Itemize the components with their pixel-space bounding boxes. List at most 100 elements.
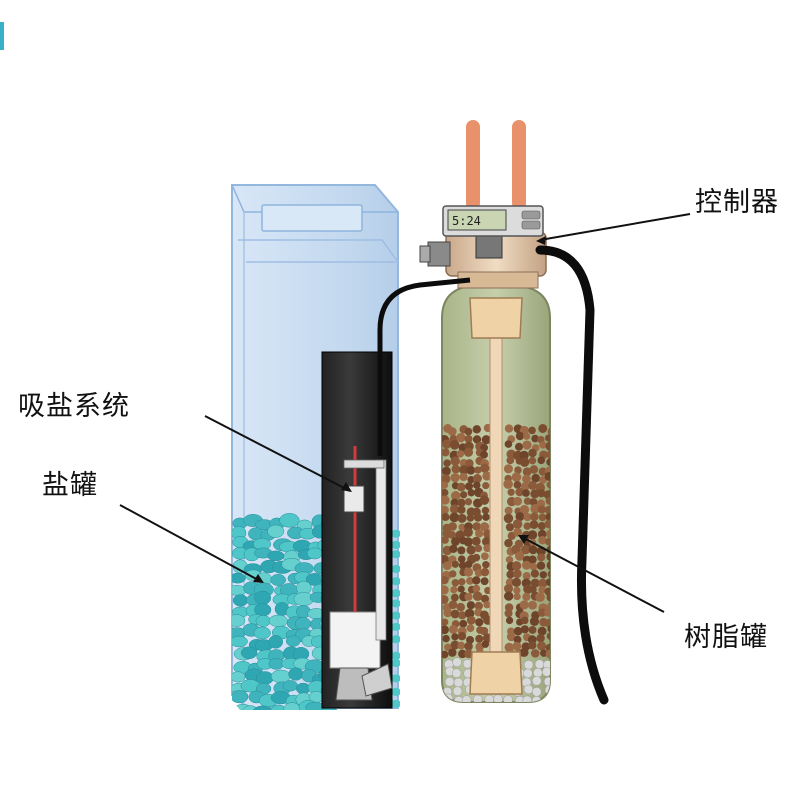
resin-bead: [507, 488, 515, 496]
salt-pellet: [232, 671, 246, 683]
resin-bead: [449, 512, 460, 523]
resin-bead: [520, 482, 530, 491]
resin-bead: [521, 616, 529, 625]
resin-bead: [506, 456, 515, 465]
salt-pellet: [253, 626, 271, 640]
resin-bead: [456, 482, 466, 492]
resin-bead: [466, 576, 474, 585]
resin-bead: [523, 497, 532, 505]
resin-bead: [504, 609, 513, 618]
resin-bead: [539, 441, 547, 449]
resin-bead: [515, 512, 525, 522]
salt-pellet: [391, 659, 400, 668]
resin-bead: [545, 496, 550, 505]
salt-pellet: [319, 707, 339, 710]
resin-bead: [530, 578, 540, 588]
arrow-salt-suction: [341, 482, 352, 492]
salt-pellet: [391, 674, 400, 683]
resin-bead: [466, 601, 476, 610]
resin-bead: [457, 632, 467, 641]
resin-bead: [537, 489, 546, 498]
gravel-bead: [522, 695, 532, 702]
resin-bead: [511, 577, 522, 587]
salt-pellet: [306, 547, 323, 560]
salt-pellet: [294, 617, 312, 631]
resin-bead: [448, 600, 458, 610]
resin-bead: [444, 643, 452, 651]
resin-bead: [456, 450, 465, 458]
valve-button-down[interactable]: [521, 220, 541, 230]
resin-bead: [544, 608, 550, 617]
resin-bead: [451, 537, 460, 546]
resin-bead: [458, 523, 466, 531]
resin-bead: [463, 537, 473, 547]
resin-bead: [522, 474, 531, 484]
resin-bead: [514, 442, 524, 451]
resin-bead: [529, 586, 537, 594]
resin-bead: [546, 632, 550, 640]
arrow-resin-tank: [518, 535, 529, 544]
resin-bead: [505, 556, 514, 564]
resin-bead: [547, 625, 550, 633]
salt-pellet: [391, 651, 400, 660]
gravel-bead: [452, 657, 462, 668]
salt-pellet: [254, 590, 272, 605]
resin-bead: [467, 489, 475, 497]
inlet-outlet-pipes: [466, 120, 526, 210]
resin-bead: [522, 467, 532, 477]
resin-bead: [527, 480, 537, 490]
resin-bead: [529, 520, 539, 529]
resin-bead: [442, 595, 449, 604]
control-valve: 5:24: [419, 205, 547, 289]
resin-bead: [547, 602, 550, 611]
resin-bead: [464, 608, 475, 619]
resin-bead: [515, 487, 524, 497]
resin-bead: [471, 536, 481, 546]
resin-bead: [537, 522, 546, 530]
salt-pellet: [282, 680, 298, 692]
resin-bead: [482, 471, 492, 481]
salt-pellet: [232, 594, 249, 607]
resin-bead: [464, 592, 473, 601]
resin-bead: [546, 529, 550, 539]
resin-bead: [465, 482, 474, 491]
resin-bead: [545, 513, 550, 521]
label-resin-tank: 树脂罐: [684, 622, 768, 653]
resin-bead: [515, 431, 525, 441]
resin-bead: [458, 649, 467, 659]
resin-bead: [529, 465, 539, 474]
gravel-bead: [534, 659, 545, 669]
resin-bead: [521, 560, 531, 570]
label-salt-suction-system: 吸盐系统: [18, 391, 130, 422]
resin-bead: [481, 435, 491, 445]
resin-bead: [506, 632, 516, 642]
resin-bead: [538, 467, 548, 476]
resin-bead: [504, 424, 514, 433]
lower-distributor: [469, 651, 523, 695]
gravel-bead: [453, 696, 464, 702]
resin-bead: [474, 569, 483, 577]
resin-bead: [475, 618, 484, 627]
salt-pellet: [391, 687, 400, 696]
resin-bead: [513, 592, 521, 601]
salt-pellet: [268, 635, 284, 649]
salt-pellet: [232, 572, 246, 584]
valve-button-up[interactable]: [521, 210, 541, 220]
resin-bead: [457, 513, 467, 523]
resin-bead: [442, 650, 449, 659]
resin-bead: [480, 594, 490, 603]
resin-bead: [456, 433, 466, 443]
salt-pellet: [391, 577, 400, 586]
resin-bead: [474, 466, 482, 474]
resin-bead: [457, 505, 466, 514]
upper-distributor: [469, 297, 523, 339]
resin-bead: [464, 434, 473, 444]
gravel-bead: [444, 677, 455, 687]
resin-bead: [442, 585, 449, 595]
salt-pellet: [391, 635, 400, 644]
resin-bead: [537, 608, 547, 617]
resin-bead: [537, 456, 546, 465]
resin-bead: [466, 624, 475, 633]
resin-bead: [482, 513, 490, 521]
resin-bead: [459, 472, 468, 482]
